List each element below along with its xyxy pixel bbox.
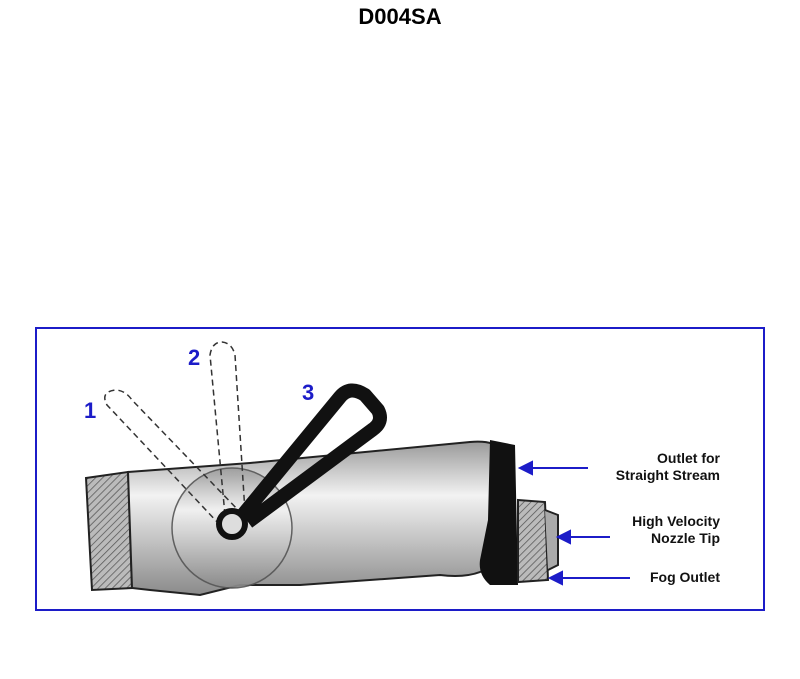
straight-stream-outlet [479,440,518,585]
label-line: Nozzle Tip [651,530,720,546]
position-label-2: 2 [188,345,201,370]
label-fog-outlet: Fog Outlet [650,569,720,585]
handle-position-2 [209,341,246,516]
diagram-frame [35,327,765,611]
nozzle-tip [517,498,550,584]
handle-position-1 [104,389,241,526]
position-label-1: 1 [84,398,97,423]
label-nozzle-tip: High Velocity Nozzle Tip [580,513,720,547]
position-label-3: 3 [302,380,315,405]
label-line: Straight Stream [615,467,720,483]
diagram-title: D004SA [358,4,442,29]
label-straight-stream: Outlet for Straight Stream [580,450,720,484]
label-line: Outlet for [657,450,720,466]
hose-coupling [84,470,134,592]
handle-position-3 [226,383,387,533]
label-line: High Velocity [632,513,720,529]
handle-pivot [216,508,248,540]
